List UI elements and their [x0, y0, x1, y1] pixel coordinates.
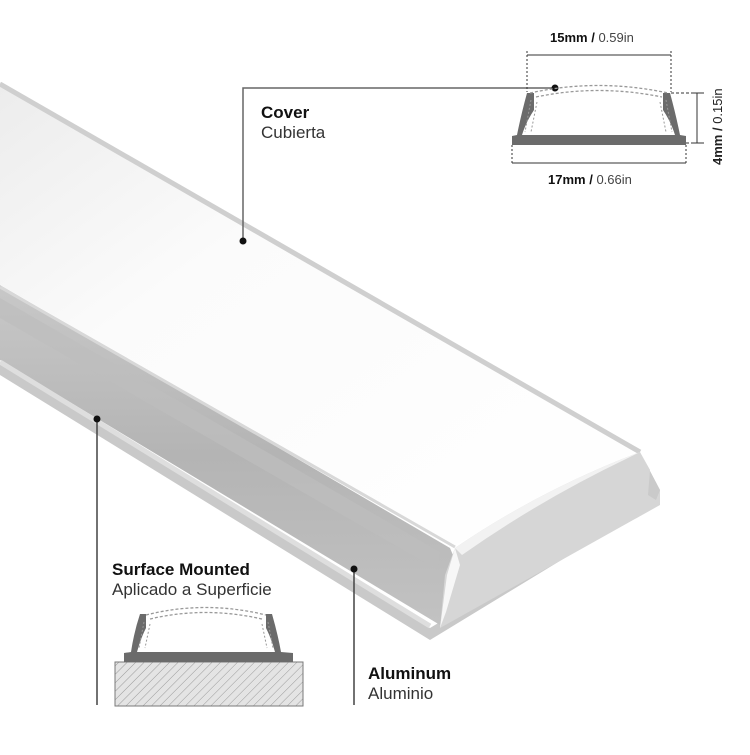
aluminum-leader [350, 565, 358, 705]
bottom-width-imperial: 0.66in [596, 172, 632, 187]
surface-mounted-section [114, 606, 304, 707]
cover-subtitle: Cubierta [261, 122, 326, 142]
cover-title: Cover [261, 103, 310, 122]
surface-mounted-title: Surface Mounted [112, 560, 250, 579]
height-dimension: 4mm / 0.15in [710, 88, 725, 165]
top-width-imperial: 0.59in [598, 30, 634, 45]
bottom-width-dimension: 17mm / 0.66in [548, 172, 632, 187]
aluminum-label: Aluminum Aluminio [368, 664, 451, 703]
surface-leader [93, 415, 101, 705]
height-imperial: 0.15in [710, 88, 725, 124]
height-metric: 4mm / [710, 127, 725, 165]
top-width-dimension: 15mm / 0.59in [550, 30, 634, 45]
profile-body [0, 81, 660, 640]
bottom-width-metric: 17mm / [548, 172, 593, 187]
cover-label: Cover Cubierta [261, 103, 325, 142]
aluminum-title: Aluminum [368, 664, 452, 683]
surface-mounted-subtitle: Aplicado a Superficie [112, 579, 272, 599]
aluminum-subtitle: Aluminio [368, 683, 434, 703]
cross-section-dimensions [511, 51, 705, 165]
surface-mounted-label: Surface Mounted Aplicado a Superficie [112, 560, 272, 599]
top-width-metric: 15mm / [550, 30, 595, 45]
